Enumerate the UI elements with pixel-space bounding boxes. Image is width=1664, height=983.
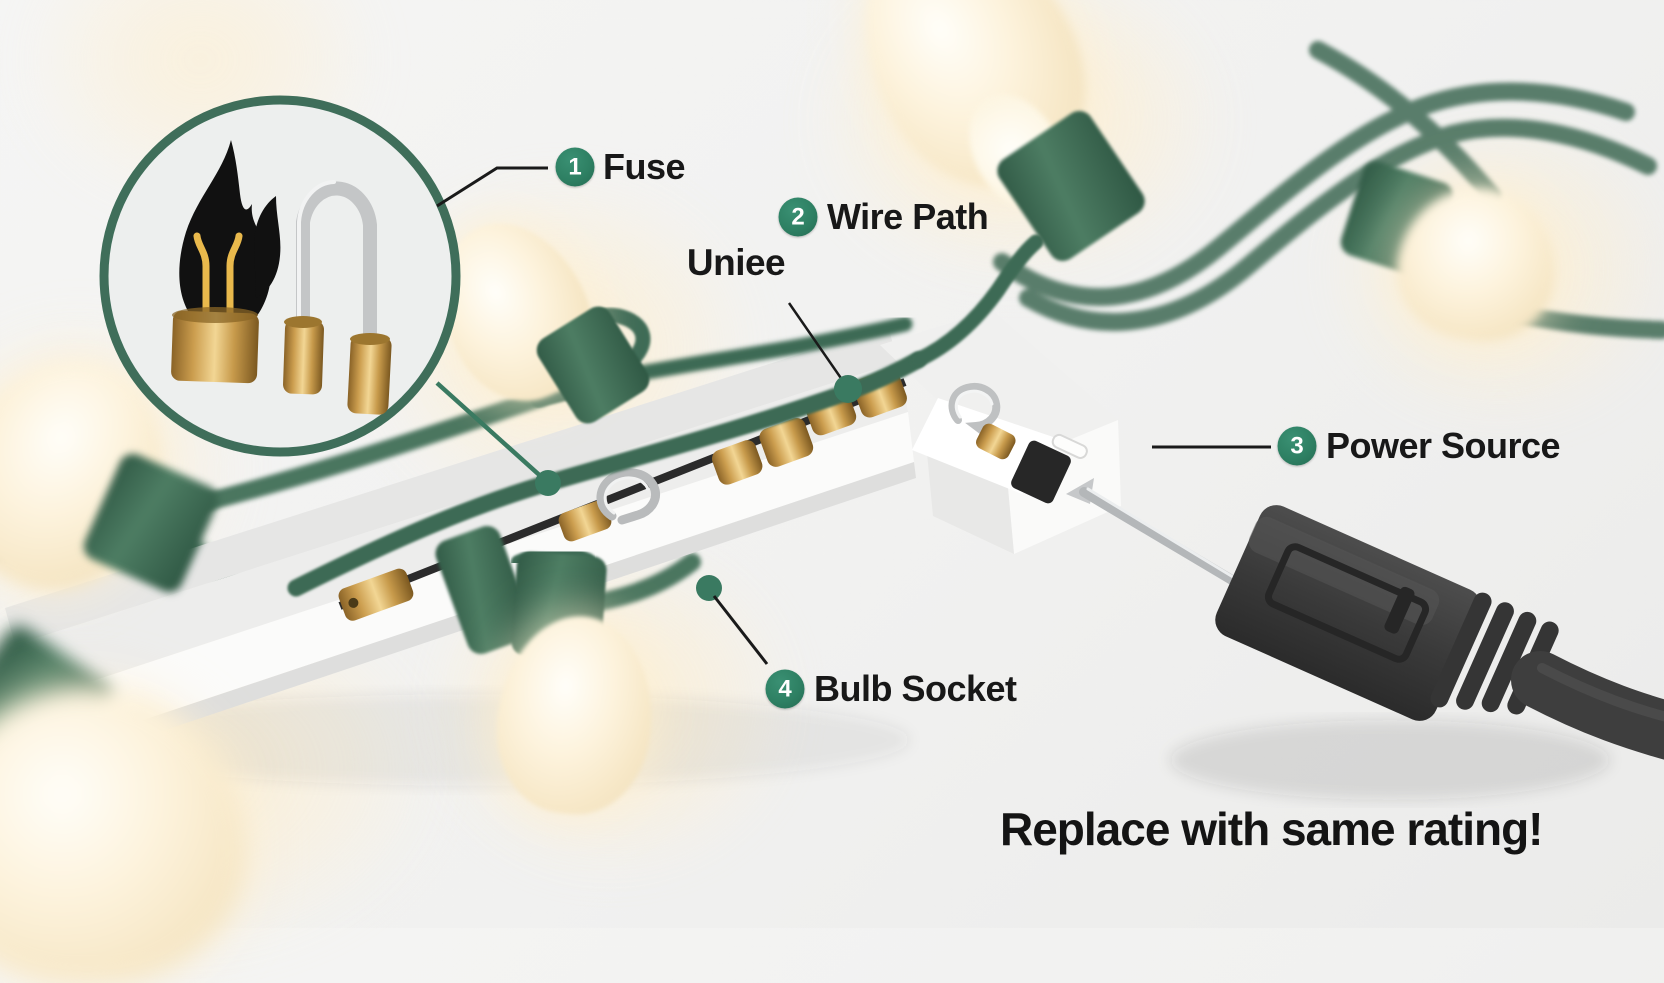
- metal-pin: [1066, 478, 1247, 591]
- power-plug: [1215, 505, 1664, 760]
- badge-number: 1: [568, 153, 582, 180]
- callout-badge-4: 4: [765, 669, 805, 709]
- callout-badge-3: 3: [1277, 426, 1317, 466]
- inset-detail-circle: [94, 90, 466, 462]
- channel-shadow: [50, 694, 910, 786]
- callout-label-power-source: Power Source: [1326, 425, 1561, 466]
- callout-label-wire-path: Wire Path: [827, 196, 989, 237]
- callout-badge-2: 2: [778, 197, 818, 237]
- plug-shadow: [1170, 720, 1610, 800]
- callout-layer: 1 Fuse 2 Wire Path 3 Power Source 4 Bulb…: [555, 146, 1561, 855]
- badge-number: 4: [778, 675, 792, 702]
- floating-label-uniee: Uniee: [686, 242, 786, 283]
- burnt-bulb-flame-icon: [171, 140, 281, 384]
- callout-badge-1: 1: [555, 147, 595, 187]
- warning-text: Replace with same rating!: [1000, 803, 1543, 855]
- fuse-link-icon: [283, 180, 392, 415]
- badge-number: 3: [1290, 432, 1304, 459]
- callout-label-fuse: Fuse: [603, 146, 686, 187]
- callout-label-bulb-socket: Bulb Socket: [814, 668, 1017, 709]
- badge-number: 2: [791, 203, 805, 230]
